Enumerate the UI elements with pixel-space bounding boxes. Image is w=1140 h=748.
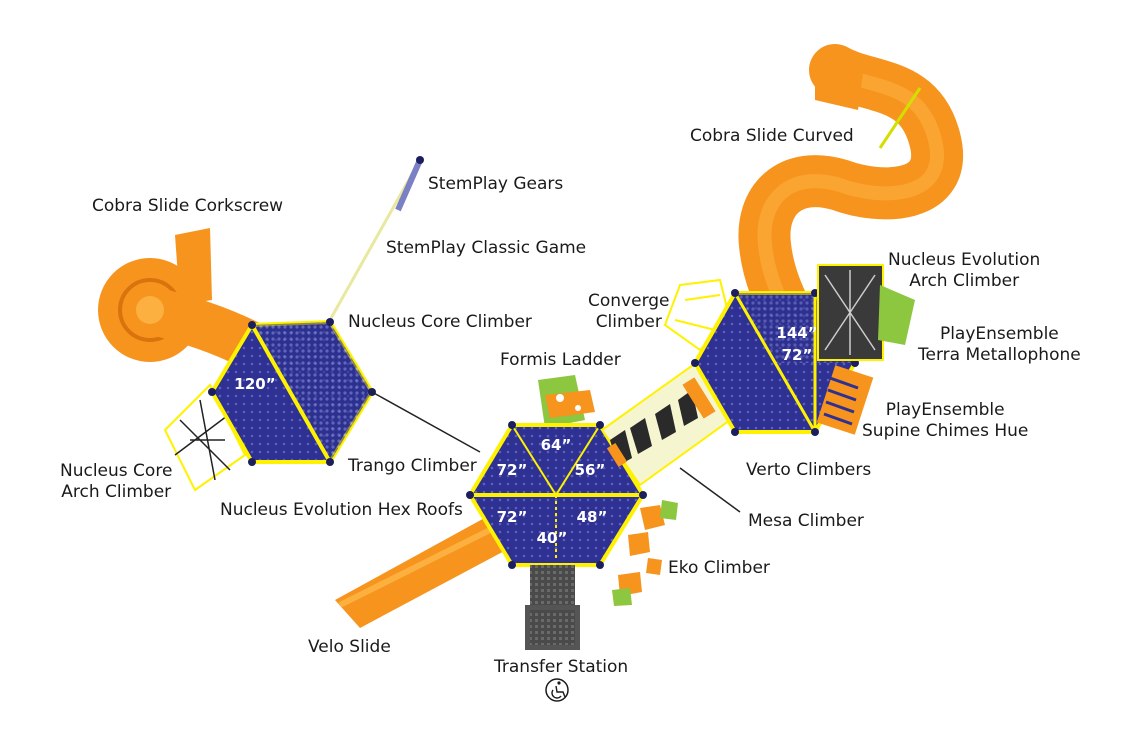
label-formis-ladder: Formis Ladder <box>500 350 621 370</box>
label-nucleus-core-climber: Nucleus Core Climber <box>348 312 532 332</box>
deck-height-center-top: 64” <box>541 436 572 454</box>
label-playensemble-terra-metallophone: PlayEnsemble Terra Metallophone <box>918 324 1081 365</box>
label-verto-climbers: Verto Climbers <box>746 460 872 480</box>
eko-climber <box>612 500 678 606</box>
label-nucleus-evolution-arch-climber: Nucleus Evolution Arch Climber <box>888 250 1041 291</box>
playensemble-supine-chimes <box>816 365 874 435</box>
cobra-slide-curved <box>738 44 963 346</box>
deck-height-center-lower-left: 72” <box>497 508 528 526</box>
stemplay-posts <box>328 156 424 321</box>
mesa-climber-connector <box>679 467 741 513</box>
label-cobra-slide-curved: Cobra Slide Curved <box>690 126 854 146</box>
label-velo-slide: Velo Slide <box>308 637 391 657</box>
label-stemplay-gears: StemPlay Gears <box>428 174 564 194</box>
center-hex-tower: 64” 72” 56” 72” 48” 40” <box>466 421 647 569</box>
label-trango-climber: Trango Climber <box>348 456 477 476</box>
label-stemplay-classic-game: StemPlay Classic Game <box>386 238 587 258</box>
deck-height-center-left: 72” <box>497 461 528 479</box>
left-hex-tower: 120” <box>208 318 376 466</box>
label-nucleus-core-arch-climber: Nucleus Core Arch Climber <box>60 461 173 502</box>
label-mesa-climber: Mesa Climber <box>748 511 864 531</box>
nucleus-evolution-arch-climber <box>817 264 915 361</box>
trango-climber-connector <box>371 391 481 453</box>
transfer-station <box>525 565 580 650</box>
label-cobra-slide-corkscrew: Cobra Slide Corkscrew <box>92 196 284 216</box>
nucleus-core-arch-climber <box>163 383 247 492</box>
deck-height-center-lower-right: 48” <box>577 508 608 526</box>
deck-height-right-bottom: 72” <box>782 346 813 364</box>
deck-height-left: 120” <box>234 375 275 393</box>
label-converge-climber: Converge Climber <box>588 291 670 332</box>
label-nucleus-evolution-hex-roofs: Nucleus Evolution Hex Roofs <box>220 500 463 520</box>
label-playensemble-supine-chimes-hue: PlayEnsemble Supine Chimes Hue <box>862 400 1029 441</box>
cobra-slide-corkscrew <box>98 228 274 369</box>
deck-height-right-top: 144” <box>776 324 817 342</box>
formis-ladder <box>538 375 595 428</box>
label-eko-climber: Eko Climber <box>668 558 770 578</box>
velo-slide <box>335 515 510 628</box>
deck-height-center-bottom: 40” <box>537 529 568 547</box>
deck-height-center-right: 56” <box>575 461 606 479</box>
label-transfer-station: Transfer Station <box>494 657 629 677</box>
wheelchair-icon <box>545 678 569 702</box>
